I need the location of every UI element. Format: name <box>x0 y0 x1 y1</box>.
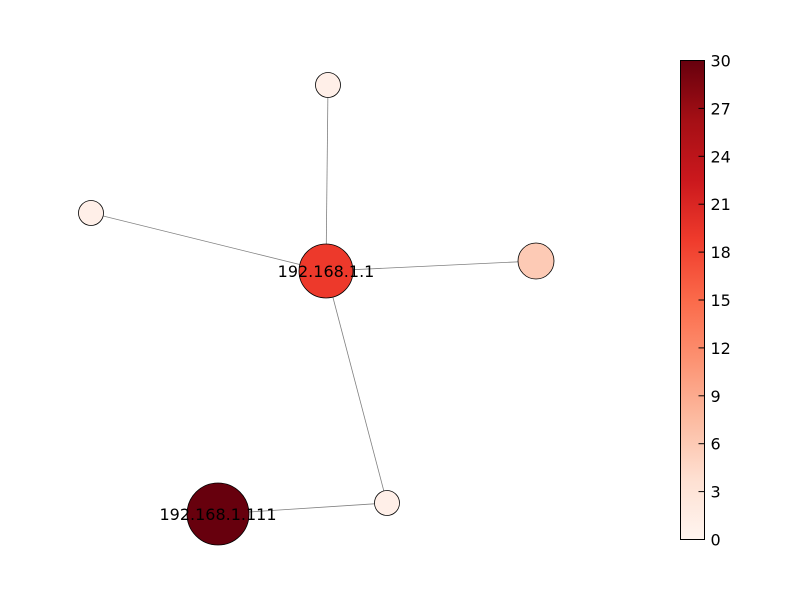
colorbar-tick-label: 12 <box>711 339 731 358</box>
colorbar-tick-label: 0 <box>711 531 721 550</box>
node-label-hub: 192.168.1.1 <box>278 262 375 281</box>
node-hub[interactable] <box>298 243 354 299</box>
node-bridge[interactable] <box>374 490 400 516</box>
node-label-host111: 192.168.1.111 <box>159 505 276 524</box>
colorbar-tick-label: 18 <box>711 243 731 262</box>
node-host111[interactable] <box>186 482 250 546</box>
colorbar-tick-label: 15 <box>711 291 731 310</box>
node-labels-layer: 192.168.1.1 192.168.1.111 <box>159 262 374 524</box>
colorbar-tick-label: 30 <box>711 52 731 71</box>
colorbar-tick-label: 3 <box>711 483 721 502</box>
edges-layer <box>90 84 537 515</box>
colorbar-tick-label: 21 <box>711 195 731 214</box>
node-left[interactable] <box>78 200 104 226</box>
nodes-layer <box>78 72 555 546</box>
colorbar: 0 3 6 9 12 15 18 21 24 27 30 <box>680 52 731 550</box>
colorbar-tick-label: 6 <box>711 435 721 454</box>
colorbar-tick-label: 9 <box>711 387 721 406</box>
edge-hub-bridge <box>325 270 388 504</box>
edge-hub-left <box>90 212 327 272</box>
node-top[interactable] <box>315 72 341 98</box>
edge-hub-right <box>325 260 537 272</box>
colorbar-tick-label: 24 <box>711 147 731 166</box>
edge-hub-top <box>325 84 329 272</box>
colorbar-tick-label: 27 <box>711 99 731 118</box>
node-right[interactable] <box>517 242 555 280</box>
